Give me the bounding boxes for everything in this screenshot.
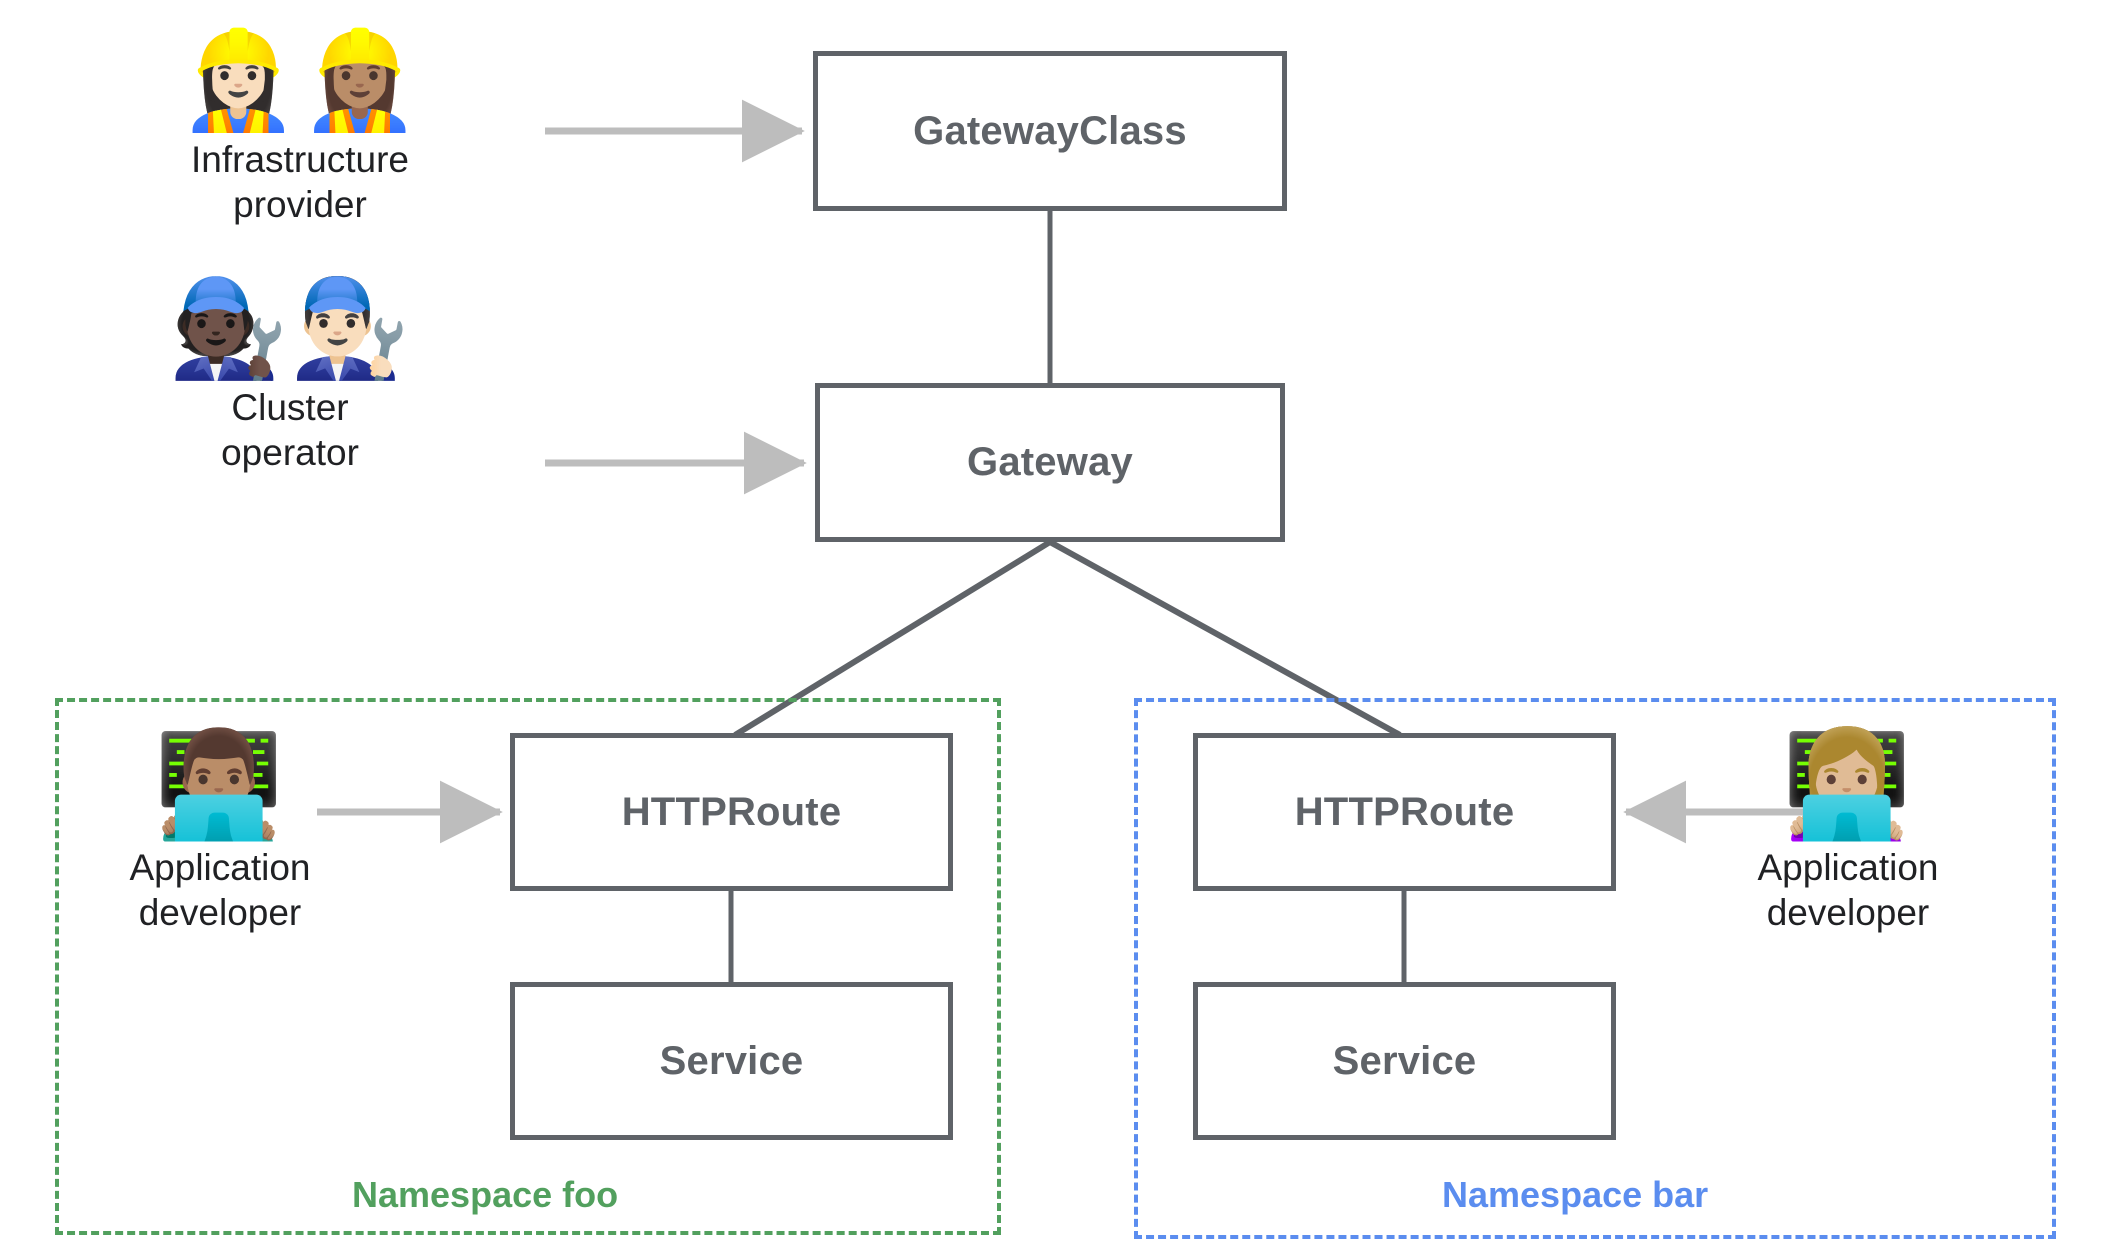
persona-application-developer-foo: 👨🏽‍💻 Application developer [60,723,380,935]
persona-infrastructure-provider: 👷🏻‍♀️👷🏽‍♀️ Infrastructure provider [140,30,460,227]
persona-application-developer-bar: 👩🏼‍💻 Application developer [1688,723,2008,935]
technologist-icon: 👨🏽‍💻 [154,723,286,845]
service-bar-node[interactable]: Service [1193,982,1616,1140]
persona-application-developer-foo-label: Application developer [129,847,311,934]
construction-worker-icon: 👷🏻‍♀️👷🏽‍♀️ [178,24,422,136]
httproute-bar-node[interactable]: HTTPRoute [1193,733,1616,891]
httproute-foo-node[interactable]: HTTPRoute [510,733,953,891]
httproute-foo-label: HTTPRoute [621,789,842,834]
service-bar-label: Service [1332,1038,1477,1083]
gatewayclass-node[interactable]: GatewayClass [813,51,1287,211]
namespace-bar-container [1134,698,2056,1239]
service-foo-label: Service [659,1038,804,1083]
namespace-foo-container [55,698,1001,1235]
persona-cluster-operator: 🧑🏿‍🔧👨🏻‍🔧 Cluster operator [130,278,450,475]
technologist-icon: 👩🏼‍💻 [1782,723,1914,845]
service-foo-node[interactable]: Service [510,982,953,1140]
namespace-bar-label: Namespace bar [1442,1174,1709,1215]
gatewayclass-label: GatewayClass [913,108,1187,153]
persona-infrastructure-provider-label: Infrastructure provider [191,138,409,225]
gateway-node[interactable]: Gateway [815,383,1285,542]
mechanic-icon: 🧑🏿‍🔧👨🏻‍🔧 [168,272,412,384]
gateway-label: Gateway [967,440,1133,484]
persona-cluster-operator-label: Cluster operator [221,386,359,473]
persona-application-developer-bar-label: Application developer [1757,847,1939,934]
namespace-foo-label: Namespace foo [352,1174,619,1215]
httproute-bar-label: HTTPRoute [1294,789,1515,834]
